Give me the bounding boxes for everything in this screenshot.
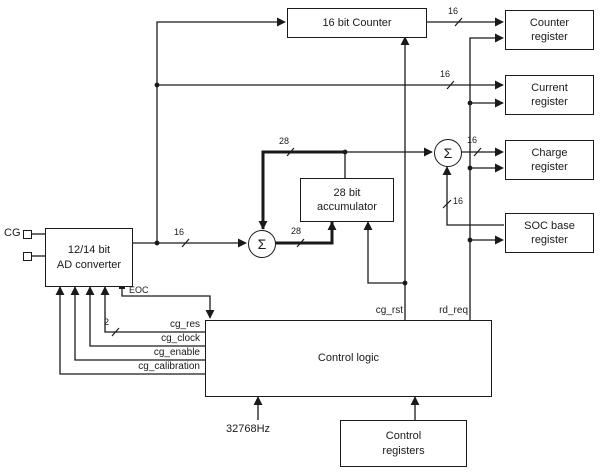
block-control-logic: Control logic — [205, 320, 492, 397]
block-28-bit-accumulator-label: 28 bit accumulator — [317, 186, 377, 213]
sigma-symbol: Σ — [257, 236, 267, 252]
bus-width-16-socbase: 16 — [453, 196, 464, 206]
block-control-logic-label: Control logic — [317, 352, 380, 365]
wire-rd-req — [469, 33, 504, 320]
label-cg-enable: cg_enable — [153, 347, 200, 358]
block-charge-register-label: Charge register — [531, 146, 568, 173]
label-cg-res: cg_res — [169, 319, 200, 330]
sigma-adder-charge: Σ — [434, 139, 462, 167]
block-28-bit-accumulator: 28 bit accumulator — [300, 178, 394, 222]
block-soc-base-register: SOC base register — [505, 213, 594, 253]
wire-cg-res — [100, 286, 205, 333]
bus-width-16-current: 16 — [440, 69, 451, 79]
bus-width-16-ad: 16 — [174, 227, 185, 237]
wire-eoc — [121, 285, 215, 319]
slash-28-feedback — [286, 147, 295, 157]
bus-width-28-sum: 28 — [291, 226, 302, 236]
label-eoc: EOC — [129, 285, 149, 295]
wire-socbase-to-sigma2 — [442, 166, 504, 226]
block-counter-register: Counter register — [505, 10, 594, 50]
block-16-bit-counter-label: 16 bit Counter — [322, 16, 392, 29]
wire-cg-rst-accumulator — [363, 221, 405, 284]
wire-cg-enable — [70, 286, 205, 361]
bus-width-16-counter: 16 — [448, 6, 459, 16]
wire-cg-calibration — [55, 286, 205, 375]
slash-16-current — [446, 80, 455, 90]
bus-width-2-res: 2 — [104, 317, 110, 327]
block-control-registers-label: Control registers — [382, 430, 425, 457]
slash-16-socbase — [442, 199, 452, 209]
label-clock-32768: 32768Hz — [226, 423, 271, 435]
cg-pin-top — [23, 230, 32, 239]
label-rd-req: rd_req — [439, 305, 468, 316]
bus-width-28-feedback: 28 — [279, 136, 290, 146]
bus-width-16-charge: 16 — [467, 135, 478, 145]
block-control-registers: Control registers — [340, 420, 467, 467]
label-cg-rst: cg_rst — [375, 305, 403, 316]
block-current-register-label: Current register — [531, 81, 568, 108]
block-charge-register: Charge register — [505, 140, 594, 180]
block-soc-base-register-label: SOC base register — [524, 219, 575, 246]
wire-sigma1-to-accumulator — [274, 221, 337, 245]
junction-rd-req-socbase — [467, 237, 473, 243]
slash-2-res — [111, 327, 120, 337]
junction-rd-req-current — [467, 100, 473, 106]
junction-cg-rst — [402, 280, 408, 286]
block-current-register: Current register — [505, 75, 594, 115]
sigma-adder-main: Σ — [248, 230, 276, 258]
slash-16-charge — [473, 147, 482, 157]
slash-28-sum — [296, 238, 305, 248]
junction-current-branch — [154, 82, 160, 88]
block-16-bit-counter: 16 bit Counter — [287, 8, 427, 38]
label-cg: CG — [4, 227, 21, 239]
slash-16-ad — [181, 238, 190, 248]
wire-accumulator-feedback — [258, 150, 345, 230]
junction-rd-req-charge — [467, 165, 473, 171]
label-cg-clock: cg_clock — [161, 333, 200, 344]
block-ad-converter-label: 12/14 bit AD converter — [56, 244, 122, 271]
cg-pin-bottom — [23, 252, 32, 261]
slash-16-counter — [454, 17, 463, 27]
junction-ad-out — [154, 240, 160, 246]
wire-cg-clock — [85, 286, 205, 347]
block-ad-converter: 12/14 bit AD converter — [45, 228, 133, 287]
junction-accumulator-out — [342, 149, 348, 155]
label-cg-calibration: cg_calibration — [138, 361, 200, 372]
sigma-symbol: Σ — [443, 145, 453, 161]
wire-ad-to-counter — [156, 17, 286, 243]
block-counter-register-label: Counter register — [529, 16, 570, 43]
